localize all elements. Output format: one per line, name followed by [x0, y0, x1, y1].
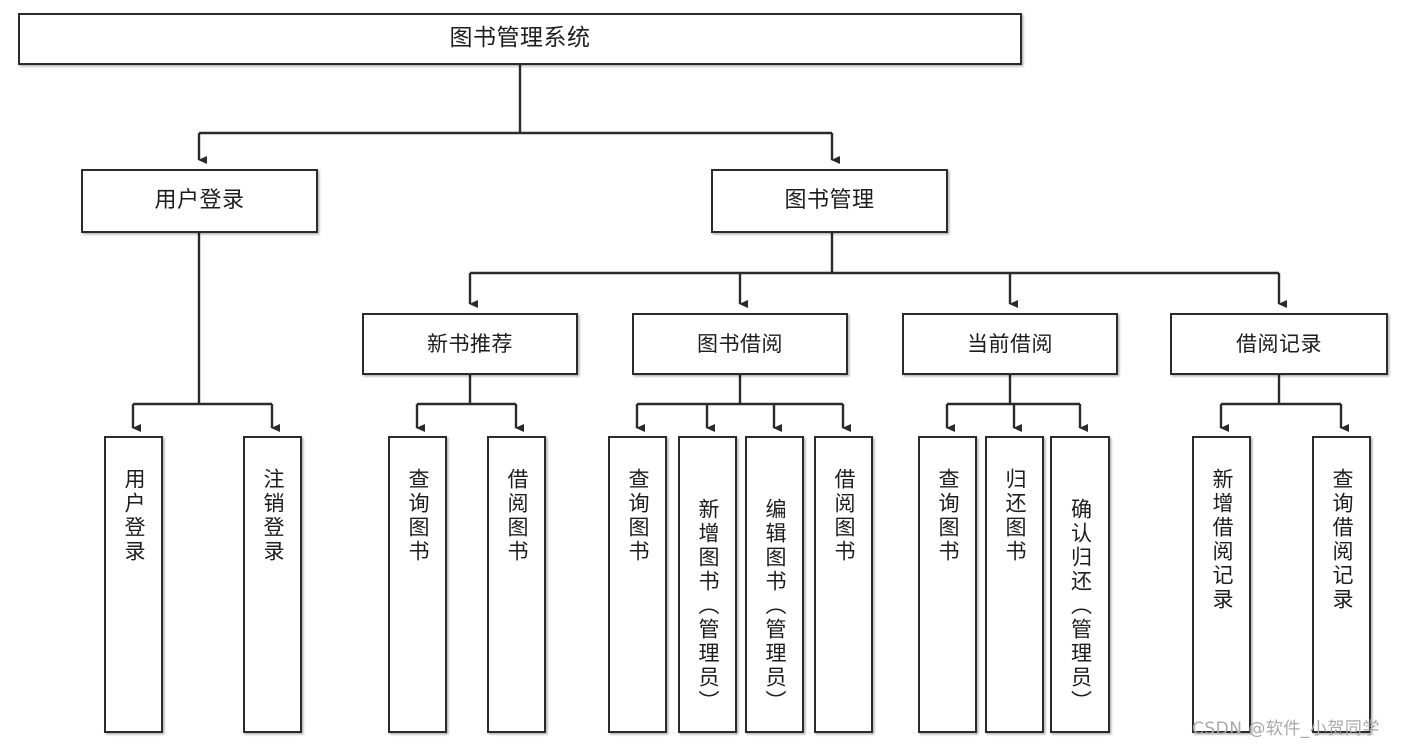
leaf-edit-book-admin-label: 编辑图书（管理员）: [763, 498, 787, 714]
leaf-logout[interactable]: 注销登录: [243, 436, 302, 733]
node-new-book-recommendation-label: 新书推荐: [427, 331, 513, 356]
leaf-return-book-label: 归还图书: [1003, 468, 1027, 564]
node-user-login-label: 用户登录: [154, 188, 245, 214]
leaf-new-borrow-book[interactable]: 借阅图书: [487, 436, 546, 733]
node-current-borrowing-label: 当前借阅: [967, 331, 1053, 356]
leaf-add-borrow-record[interactable]: 新增借阅记录: [1192, 436, 1251, 733]
node-user-login[interactable]: 用户登录: [81, 169, 318, 233]
leaf-add-book-admin-label: 新增图书（管理员）: [696, 498, 720, 714]
node-current-borrowing[interactable]: 当前借阅: [902, 313, 1118, 375]
node-root[interactable]: 图书管理系统: [18, 13, 1022, 65]
leaf-query-borrow-record[interactable]: 查询借阅记录: [1312, 436, 1371, 733]
node-new-book-recommendation[interactable]: 新书推荐: [362, 313, 578, 375]
leaf-confirm-return-admin[interactable]: 确认归还（管理员）: [1050, 436, 1110, 733]
leaf-lend-book-label: 借阅图书: [832, 468, 856, 564]
leaf-add-book-admin[interactable]: 新增图书（管理员）: [678, 436, 737, 733]
leaf-add-borrow-record-label: 新增借阅记录: [1210, 468, 1234, 612]
leaf-user-login-label: 用户登录: [122, 468, 146, 564]
leaf-return-book[interactable]: 归还图书: [985, 436, 1044, 733]
leaf-logout-label: 注销登录: [261, 468, 285, 564]
node-borrowing-records-label: 借阅记录: [1236, 331, 1322, 356]
leaf-new-query-book-label: 查询图书: [406, 468, 430, 564]
node-borrowing-records[interactable]: 借阅记录: [1170, 313, 1388, 375]
leaf-borrow-query-book[interactable]: 查询图书: [608, 436, 667, 733]
leaf-new-query-book[interactable]: 查询图书: [388, 436, 447, 733]
leaf-edit-book-admin[interactable]: 编辑图书（管理员）: [745, 436, 804, 733]
leaf-confirm-return-admin-label: 确认归还（管理员）: [1068, 498, 1093, 714]
leaf-lend-book[interactable]: 借阅图书: [814, 436, 873, 733]
node-root-label: 图书管理系统: [449, 25, 591, 52]
node-book-management-label: 图书管理: [784, 188, 875, 214]
leaf-new-borrow-book-label: 借阅图书: [505, 468, 529, 564]
leaf-current-query-book-label: 查询图书: [936, 468, 960, 564]
leaf-borrow-query-book-label: 查询图书: [626, 468, 650, 564]
leaf-query-borrow-record-label: 查询借阅记录: [1330, 468, 1354, 612]
leaf-user-login[interactable]: 用户登录: [104, 436, 163, 733]
node-book-borrowing-label: 图书借阅: [697, 331, 783, 356]
leaf-current-query-book[interactable]: 查询图书: [918, 436, 977, 733]
node-book-borrowing[interactable]: 图书借阅: [632, 313, 848, 375]
node-book-management[interactable]: 图书管理: [711, 169, 948, 233]
